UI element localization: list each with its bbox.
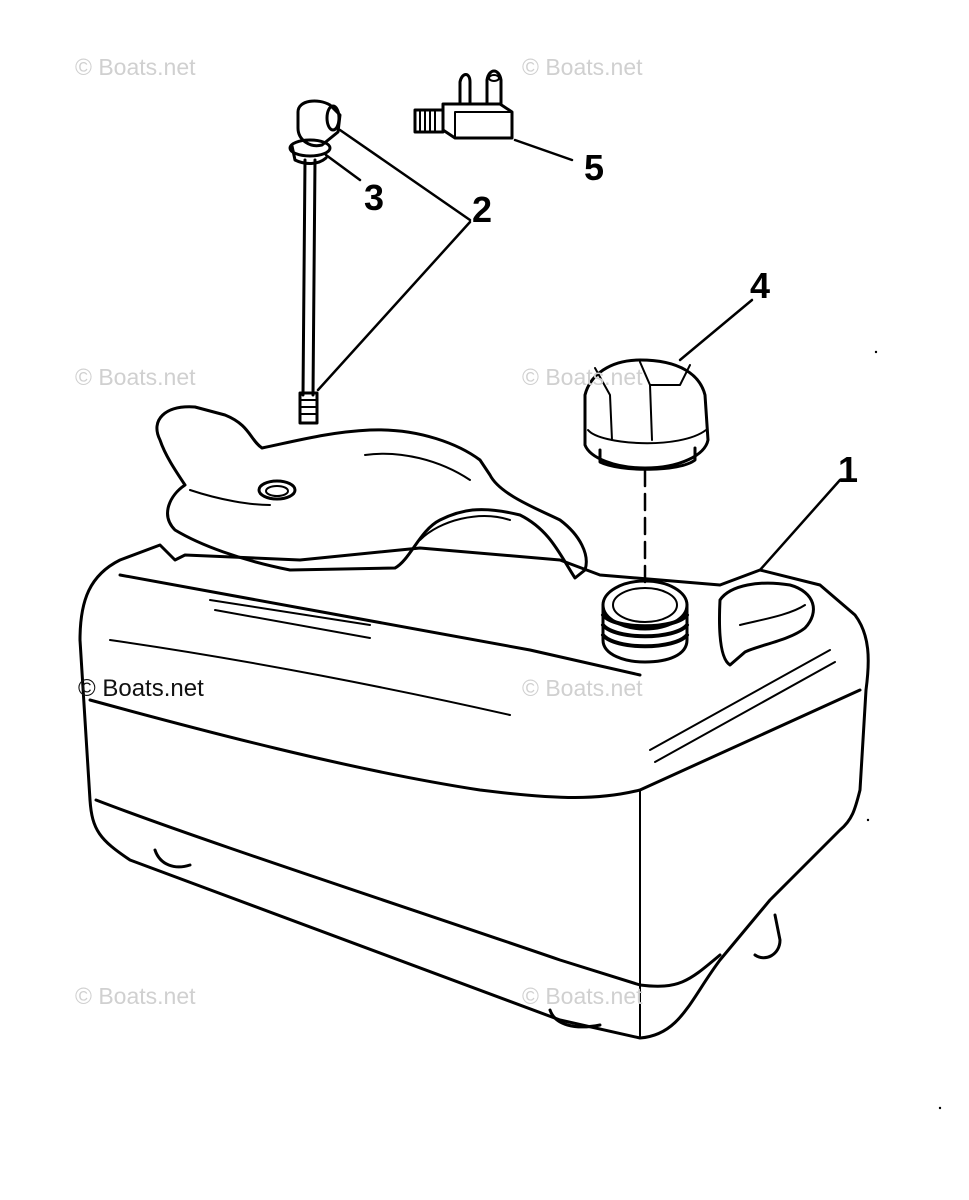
- tank-foot-right: [548, 1008, 602, 1029]
- watermark: © Boats.net: [522, 983, 643, 1009]
- watermark: © Boats.net: [522, 364, 643, 390]
- tank-foot-left: [153, 848, 192, 869]
- gasket: [288, 138, 332, 158]
- callout-3: 3: [364, 177, 385, 218]
- watermark: © Boats.net: [78, 675, 204, 702]
- filler-cap: [583, 358, 710, 471]
- leader-1: [758, 478, 842, 572]
- tank-shoulder: [88, 688, 862, 799]
- fuel-pickup: [288, 99, 342, 425]
- tank-handle: [155, 405, 588, 580]
- leader-2b: [316, 220, 472, 392]
- callout-5: 5: [584, 147, 605, 188]
- tank-body-outline: [78, 543, 870, 1040]
- leader-lines: [316, 128, 842, 587]
- leader-3: [324, 153, 362, 182]
- tank-groove: [109, 639, 511, 716]
- watermark: © Boats.net: [75, 364, 196, 390]
- callout-1: 1: [838, 449, 859, 490]
- leader-4: [678, 298, 754, 362]
- leader-5: [513, 138, 574, 162]
- watermark: © Boats.net: [75, 983, 196, 1009]
- tank-top-edge: [118, 573, 642, 677]
- watermark: © Boats.net: [75, 54, 196, 80]
- tank-right-lug: [718, 581, 815, 667]
- filler-neck: [601, 579, 689, 664]
- watermark: © Boats.net: [522, 675, 643, 701]
- fuel-tank: [78, 405, 870, 1040]
- watermark: © Boats.net: [522, 54, 643, 80]
- leader-2a: [338, 128, 472, 222]
- callout-4: 4: [750, 265, 771, 306]
- tank-lower-rim: [94, 798, 722, 988]
- fuel-connector: [413, 69, 514, 140]
- gauge-port: [257, 479, 297, 501]
- callout-2: 2: [472, 189, 493, 230]
